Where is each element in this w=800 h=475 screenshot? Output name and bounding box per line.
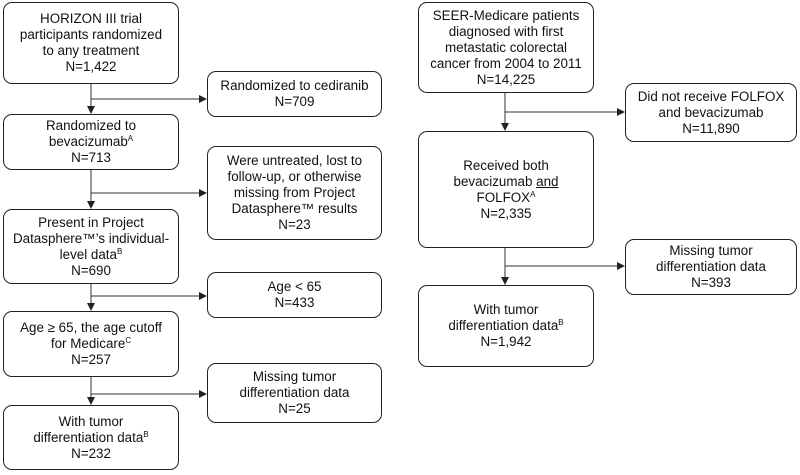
box-bevacizumab: Randomized to bevacizumabA N=713	[3, 114, 179, 170]
left-with-line-2: differentiation dataB	[33, 430, 148, 446]
box-age-under-65: Age < 65 N=433	[207, 272, 382, 318]
received-line-3-text: FOLFOX	[476, 189, 531, 205]
footnote-marker-b: B	[558, 318, 564, 327]
age-over-count: N=257	[71, 352, 111, 367]
cediranib-count: N=709	[274, 94, 315, 109]
right-with-line-2-text: differentiation data	[448, 318, 559, 333]
horizon-count: N=1,422	[65, 59, 117, 74]
box-did-not-receive: Did not receive FOLFOX and bevacizumab N…	[625, 83, 797, 142]
box-present-in-datasphere: Present in Project Datasphere™’s individ…	[3, 209, 179, 284]
left-missing-count: N=25	[278, 401, 311, 416]
present-count: N=690	[71, 262, 111, 278]
left-missing-line-1: Missing tumor	[252, 369, 337, 384]
horizon-line-2: participants randomized	[19, 27, 163, 42]
received-line-2: bevacizumab and	[454, 174, 559, 190]
box-right-missing-differentiation: Missing tumor differentiation data N=393	[625, 239, 797, 295]
footnote-marker-c: C	[125, 336, 132, 345]
not-received-line-2: and bevacizumab	[658, 104, 764, 120]
age-over-line-1: Age ≥ 65, the age cutoff	[20, 320, 162, 335]
left-with-count: N=232	[71, 445, 111, 461]
right-with-line-2: differentiation dataB	[448, 318, 563, 334]
right-missing-line-1: Missing tumor	[669, 243, 753, 258]
age-over-line-2: for MedicareC	[51, 336, 131, 352]
footnote-marker-b: B	[116, 246, 123, 256]
footnote-marker-a: A	[127, 134, 134, 143]
box-received-both: Received both bevacizumab and FOLFOXA N=…	[418, 131, 594, 248]
right-with-line-1: With tumor	[473, 302, 539, 317]
received-line-1: Received both	[463, 157, 549, 173]
horizon-line-1: HORIZON III trial	[40, 11, 142, 26]
present-line-2: Datasphere™’s individual-	[12, 230, 170, 246]
present-line-3: level dataB	[60, 247, 123, 263]
left-with-line-1: With tumor	[58, 413, 124, 429]
received-line-3: FOLFOXA	[477, 190, 536, 206]
footnote-marker-a: A	[530, 189, 536, 199]
bevacizumab-line-2-text: bevacizumab	[48, 134, 128, 149]
box-right-with-differentiation: With tumor differentiation dataB N=1,942	[418, 285, 594, 367]
untreated-line-3: missing from Project	[233, 185, 356, 200]
seer-line-2: diagnosed with first	[448, 23, 564, 39]
untreated-line-2: follow-up, or otherwise	[227, 169, 362, 184]
age-under-line-1: Age < 65	[267, 279, 322, 294]
bevacizumab-line-2: bevacizumabA	[49, 134, 133, 150]
present-line-1: Present in Project	[38, 214, 144, 230]
box-left-missing-differentiation: Missing tumor differentiation data N=25	[207, 363, 382, 423]
untreated-line-4: Datasphere™ results	[231, 201, 358, 216]
right-missing-count: N=393	[691, 275, 731, 290]
seer-line-1: SEER-Medicare patients	[432, 7, 580, 23]
right-with-count: N=1,942	[480, 334, 532, 349]
not-received-line-1: Did not receive FOLFOX	[637, 88, 785, 104]
seer-line-4: cancer from 2004 to 2011	[430, 55, 582, 71]
seer-count: N=14,225	[476, 71, 536, 87]
box-untreated: Were untreated, lost to follow-up, or ot…	[207, 146, 382, 240]
age-over-line-2-text: for Medicare	[50, 336, 126, 351]
box-cediranib: Randomized to cediranib N=709	[207, 71, 382, 117]
horizon-line-3: to any treatment	[42, 43, 140, 58]
left-with-line-2-text: differentiation data	[33, 429, 144, 445]
untreated-line-1: Were untreated, lost to	[226, 153, 363, 168]
box-age-65-plus: Age ≥ 65, the age cutoff for MedicareC N…	[3, 311, 179, 377]
bevacizumab-count: N=713	[71, 150, 111, 165]
box-horizon-trial: HORIZON III trial participants randomize…	[3, 2, 179, 84]
untreated-count: N=23	[278, 217, 311, 232]
received-underlined-and: and	[536, 173, 559, 189]
received-count: N=2,335	[480, 205, 532, 221]
age-under-count: N=433	[274, 295, 315, 310]
right-missing-line-2: differentiation data	[656, 259, 766, 274]
bevacizumab-line-1: Randomized to	[45, 118, 137, 133]
received-line-2-text: bevacizumab	[453, 173, 537, 189]
box-seer-medicare: SEER-Medicare patients diagnosed with fi…	[418, 2, 594, 93]
not-received-count: N=11,890	[682, 120, 740, 136]
cediranib-line-1: Randomized to cediranib	[220, 78, 369, 93]
left-missing-line-2: differentiation data	[239, 385, 350, 400]
footnote-marker-b: B	[143, 429, 149, 439]
box-left-with-differentiation: With tumor differentiation dataB N=232	[3, 405, 179, 470]
present-line-3-text: level data	[59, 246, 117, 262]
seer-line-3: metastatic colorectal	[444, 39, 568, 55]
